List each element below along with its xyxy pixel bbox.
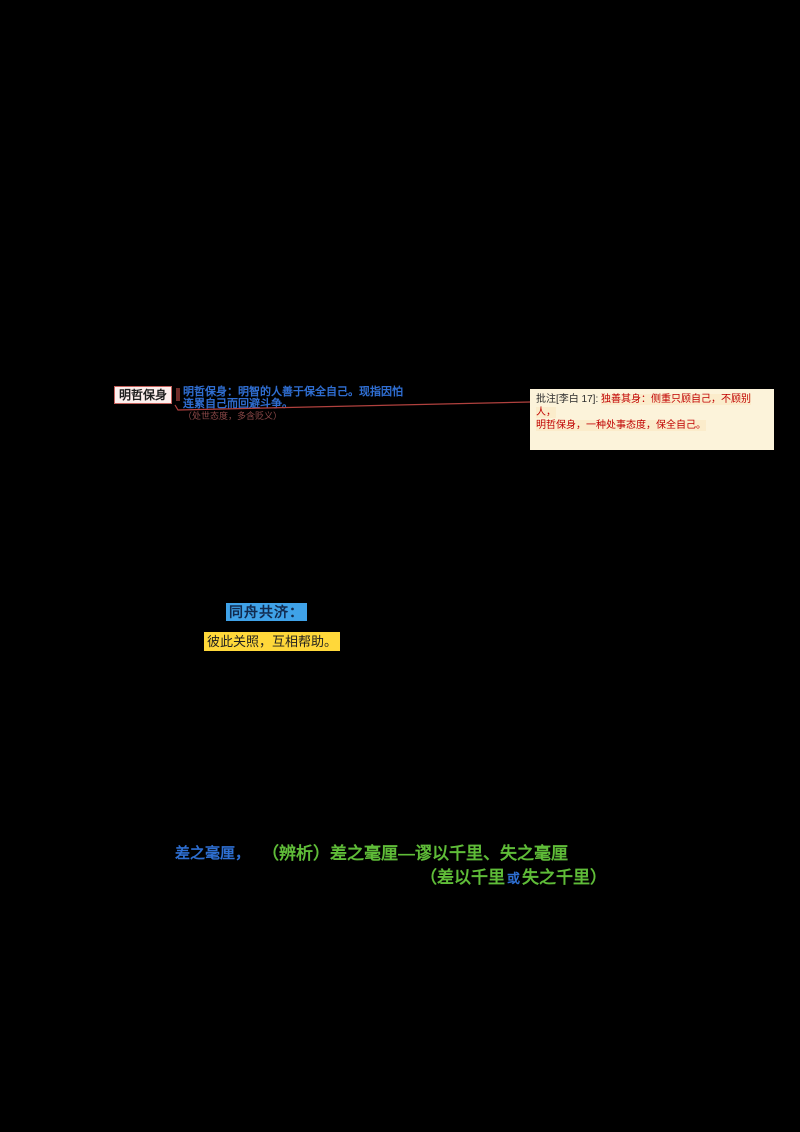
idiom-definition: 明哲保身：明智的人善于保全自己。现指因怕 连累自己而回避斗争。 （处世态度，多含… — [183, 386, 413, 421]
green-annotation-line-1: （辨析）差之毫厘—谬以千里、失之毫厘 — [262, 844, 568, 863]
comment-anchor-bracket — [176, 388, 180, 401]
yellow-highlighted-definition: 彼此关照，互相帮助。 — [204, 632, 341, 651]
green-annotation-line-2-part-2: 失之千里） — [522, 868, 608, 887]
blue-connector-word: 或 — [507, 871, 521, 886]
comment-author-label: 批注[李白 17]: — [536, 394, 599, 405]
comment-balloon[interactable]: 批注[李白 17]: 独善其身：侧重只顾自己，不顾别人， 明哲保身，一种处事态度… — [530, 389, 774, 450]
bottom-blue-idiom-label: 差之毫厘， — [175, 845, 251, 862]
green-annotation-line-2-part-1: （差以千里 — [420, 868, 505, 887]
definition-line-1: 明哲保身：明智的人善于保全自己。现指因怕 — [183, 386, 403, 398]
definition-note: （处世态度，多含贬义） — [183, 411, 283, 421]
green-annotation-line-2: （差以千里或失之千里） — [420, 867, 607, 889]
comment-line-2: 明哲保身，一种处事态度，保全自己。 — [536, 419, 768, 432]
comment-body-line-2: 明哲保身，一种处事态度，保全自己。 — [536, 420, 706, 431]
definition-line-2: 连累自己而回避斗争。 — [183, 398, 293, 410]
idiom-term-box: 明哲保身 — [114, 386, 173, 404]
comment-line-1: 批注[李白 17]: 独善其身：侧重只顾自己，不顾别人， — [536, 393, 768, 419]
blue-highlighted-idiom: 同舟共济： — [226, 603, 307, 621]
comment-connector-line — [174, 401, 531, 411]
